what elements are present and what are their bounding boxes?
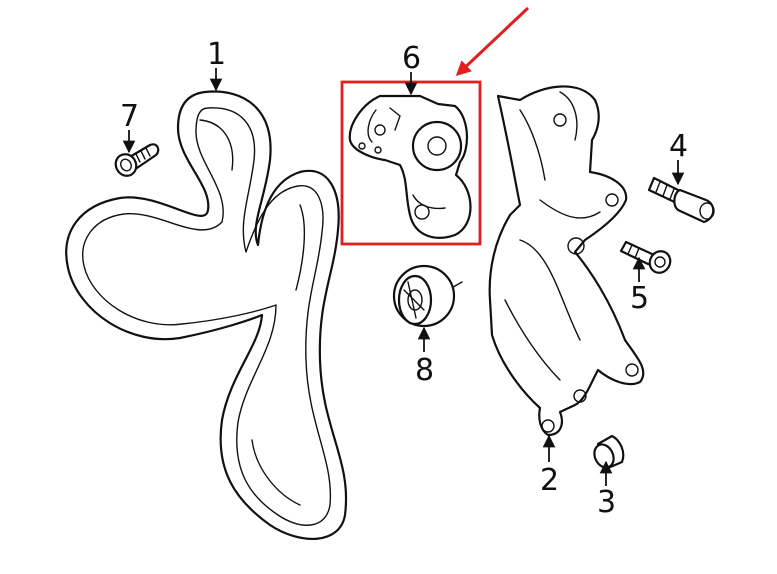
callout-4: 4: [669, 129, 688, 164]
part-3-bushing: [593, 434, 625, 470]
callout-2: 2: [540, 463, 559, 498]
callout-5: 5: [630, 281, 649, 316]
part-7-bolt: [114, 143, 160, 177]
callout-1: 1: [207, 37, 226, 72]
highlight-arrow: [455, 6, 530, 77]
callout-3: 3: [597, 485, 616, 520]
part-6-belt-tensioner: [348, 94, 472, 239]
callout-8: 8: [415, 353, 434, 388]
part-5-bolt: [619, 240, 672, 274]
part-4-bolt: [647, 176, 715, 224]
callout-6: 6: [402, 41, 421, 76]
callout-7: 7: [120, 99, 139, 134]
part-1-serpentine-belt: [65, 90, 348, 541]
part-2-mounting-bracket: [488, 85, 645, 437]
part-8-idler-pulley: [392, 264, 463, 328]
